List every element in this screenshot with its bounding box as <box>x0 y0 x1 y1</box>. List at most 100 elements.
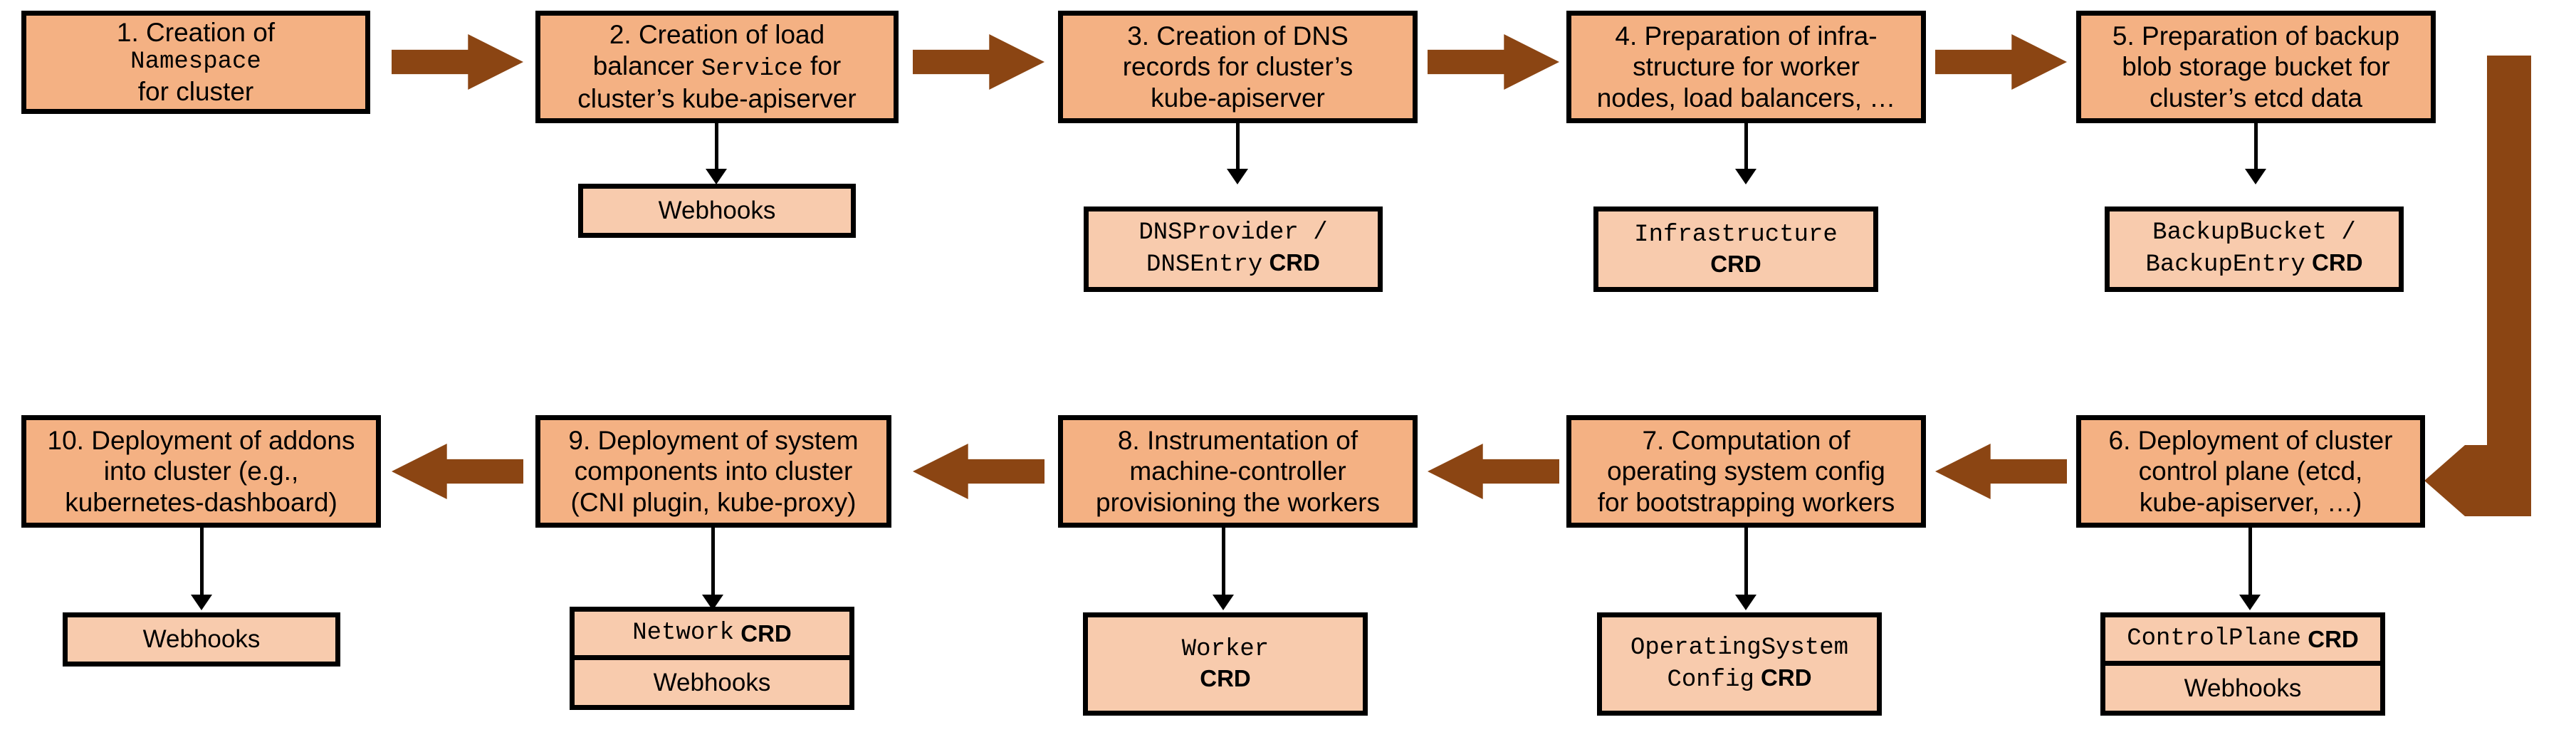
step-box-10[interactable]: 10. Deployment of addons into cluster (e… <box>21 415 381 528</box>
connector-line-step-4 <box>1744 123 1748 172</box>
step-9-line-3: (CNI plugin, kube-proxy) <box>570 487 857 517</box>
step-1-line-1: 1. Creation of <box>116 18 276 48</box>
step-6-line-3: kube-apiserver, …) <box>2139 487 2362 517</box>
step-2-line-2a: balancer <box>592 51 701 80</box>
connector-line-step-5 <box>2254 123 2258 172</box>
step-1-line-2: Namespace <box>130 48 261 75</box>
dns-crd-name-2: DNSEntry <box>1146 251 1263 278</box>
resource-cell-controlplane-crd: ControlPlane CRD <box>2105 617 2380 661</box>
resource-box-step-5[interactable]: BackupBucket / BackupEntry CRD <box>2105 207 2404 292</box>
resource-box-step-8[interactable]: Worker CRD <box>1083 612 1368 716</box>
resource-cell-osc-crd: OperatingSystem Config CRD <box>1602 617 1877 711</box>
connector-arrowhead-step-3 <box>1227 169 1248 184</box>
step-10-text: 10. Deployment of addons into cluster (e… <box>33 425 369 518</box>
step-2-text: 2. Creation of load balancer Service for… <box>548 19 886 114</box>
step-8-line-3: provisioning the workers <box>1096 487 1380 517</box>
flow-arrow-6-to-7 <box>1935 444 2067 499</box>
flow-arrow-9-to-10 <box>392 444 523 499</box>
connector-arrowhead-step-9 <box>702 595 723 610</box>
step-box-1[interactable]: 1. Creation of Namespace for cluster <box>21 11 370 114</box>
resource-box-step-7[interactable]: OperatingSystem Config CRD <box>1597 612 1882 716</box>
resource-box-step-2[interactable]: Webhooks <box>578 184 856 238</box>
network-crd-name: Network <box>632 620 735 647</box>
osc-crd-line-2: Config CRD <box>1606 663 1873 695</box>
connector-line-step-3 <box>1236 123 1240 172</box>
resource-box-step-9[interactable]: Network CRD Webhooks <box>570 607 854 710</box>
step-3-text: 3. Creation of DNS records for cluster’s… <box>1070 21 1405 113</box>
step-3-line-1: 3. Creation of DNS <box>1127 21 1349 51</box>
step-6-text: 6. Deployment of cluster control plane (… <box>2088 425 2413 518</box>
connector-arrowhead-step-6 <box>2239 595 2261 610</box>
step-2-line-2: balancer Service for <box>548 51 886 84</box>
dns-crd-suffix: CRD <box>1269 249 1320 276</box>
worker-crd-name: Worker <box>1181 636 1269 664</box>
resource-cell-webhooks-9: Webhooks <box>575 655 849 705</box>
resource-cell-worker-crd: Worker CRD <box>1088 617 1363 711</box>
step-4-line-3: nodes, load balancers, … <box>1596 83 1896 113</box>
resource-box-step-4[interactable]: Infrastructure CRD <box>1593 207 1878 292</box>
connector-line-step-9 <box>711 528 715 597</box>
flow-elbow-vertical-5-to-6 <box>2487 56 2531 469</box>
connector-arrowhead-step-4 <box>1735 169 1756 184</box>
controlplane-crd-suffix: CRD <box>2308 625 2359 652</box>
step-9-text: 9. Deployment of system components into … <box>548 425 879 518</box>
resource-box-step-10[interactable]: Webhooks <box>63 612 340 667</box>
step-6-line-1: 6. Deployment of cluster <box>2108 426 2393 456</box>
flow-arrow-1-to-2 <box>392 34 523 90</box>
controlplane-crd-name: ControlPlane <box>2127 625 2302 653</box>
step-1-line-3: for cluster <box>137 77 254 107</box>
flow-arrow-4-to-5 <box>1935 34 2067 90</box>
step-5-line-3: cluster’s etcd data <box>2150 83 2362 113</box>
step-3-line-3: kube-apiserver <box>1151 83 1325 113</box>
resource-box-step-6[interactable]: ControlPlane CRD Webhooks <box>2100 612 2385 716</box>
flow-elbow-arrow-5-to-6 <box>2424 445 2531 516</box>
connector-arrowhead-step-2 <box>706 169 727 184</box>
worker-crd-suffix: CRD <box>1200 665 1251 692</box>
step-4-line-2: structure for worker <box>1633 52 1860 82</box>
connector-arrowhead-step-7 <box>1735 595 1756 610</box>
step-10-line-3: kubernetes-dashboard) <box>65 487 337 517</box>
dns-crd-line-1: DNSProvider / <box>1138 219 1328 247</box>
step-box-6[interactable]: 6. Deployment of cluster control plane (… <box>2076 415 2425 528</box>
infrastructure-crd-name: Infrastructure <box>1634 221 1838 249</box>
step-8-line-2: machine-controller <box>1129 456 1346 486</box>
backup-crd-line-1: BackupBucket / <box>2152 219 2356 247</box>
connector-line-step-2 <box>715 123 718 172</box>
resource-cell-dns-crd: DNSProvider / DNSEntry CRD <box>1089 211 1378 287</box>
step-7-line-1: 7. Computation of <box>1642 426 1850 456</box>
step-1-text: 1. Creation of Namespace for cluster <box>33 17 358 107</box>
step-box-4[interactable]: 4. Preparation of infra- structure for w… <box>1566 11 1926 123</box>
resource-cell-webhooks-10: Webhooks <box>142 625 261 653</box>
resource-cell-network-crd: Network CRD <box>575 612 849 655</box>
step-box-7[interactable]: 7. Computation of operating system confi… <box>1566 415 1926 528</box>
dns-crd-line-2: DNSEntry CRD <box>1093 248 1373 280</box>
step-6-line-2: control plane (etcd, <box>2138 456 2363 486</box>
step-7-line-3: for bootstrapping workers <box>1597 487 1895 517</box>
step-box-3[interactable]: 3. Creation of DNS records for cluster’s… <box>1058 11 1418 123</box>
step-9-line-1: 9. Deployment of system <box>568 426 859 456</box>
step-box-8[interactable]: 8. Instrumentation of machine-controller… <box>1058 415 1418 528</box>
step-4-text: 4. Preparation of infra- structure for w… <box>1578 21 1914 113</box>
flow-arrow-3-to-4 <box>1428 34 1559 90</box>
infrastructure-crd-suffix: CRD <box>1710 250 1761 277</box>
connector-line-step-8 <box>1222 528 1225 597</box>
resource-cell-webhooks-6: Webhooks <box>2105 661 2380 711</box>
resource-box-step-3[interactable]: DNSProvider / DNSEntry CRD <box>1084 207 1383 292</box>
step-box-9[interactable]: 9. Deployment of system components into … <box>535 415 891 528</box>
step-10-line-2: into cluster (e.g., <box>103 456 299 486</box>
step-5-text: 5. Preparation of backup blob storage bu… <box>2088 21 2424 113</box>
step-8-text: 8. Instrumentation of machine-controller… <box>1070 425 1405 518</box>
step-2-line-1: 2. Creation of load <box>609 20 825 50</box>
osc-crd-name-2: Config <box>1667 666 1754 694</box>
step-box-2[interactable]: 2. Creation of load balancer Service for… <box>535 11 899 123</box>
connector-line-step-7 <box>1744 528 1748 597</box>
step-4-line-1: 4. Preparation of infra- <box>1615 21 1878 51</box>
step-2-line-2b: Service <box>701 55 803 83</box>
step-3-line-2: records for cluster’s <box>1122 52 1354 82</box>
connector-line-step-6 <box>2248 528 2252 597</box>
backup-crd-name-2: BackupEntry <box>2145 251 2305 278</box>
step-box-5[interactable]: 5. Preparation of backup blob storage bu… <box>2076 11 2436 123</box>
step-5-line-1: 5. Preparation of backup <box>2112 21 2400 51</box>
flow-arrow-2-to-3 <box>913 34 1044 90</box>
